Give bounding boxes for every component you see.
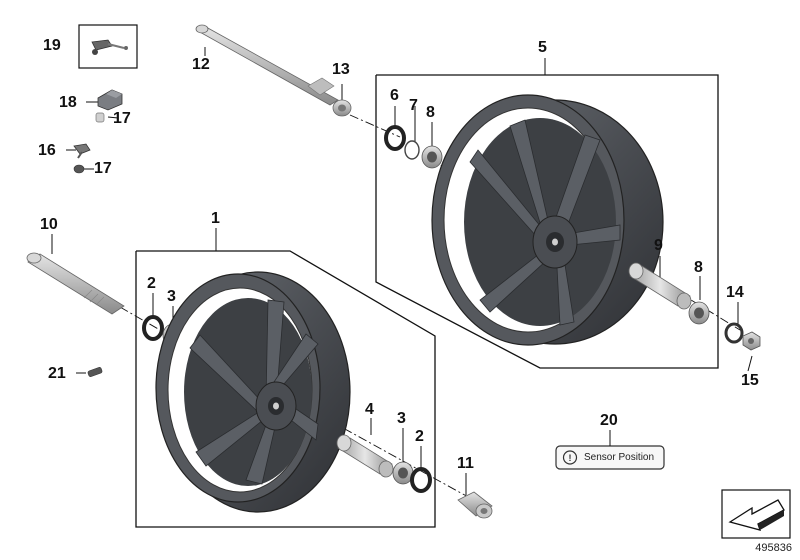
front-wheel: [155, 271, 351, 513]
callout-18: 18: [59, 94, 77, 111]
front-seal-2a: [142, 315, 164, 341]
callout-14: 14: [726, 284, 744, 301]
callout-17a: 17: [113, 110, 131, 127]
callout-15: 15: [741, 372, 759, 389]
rear-wheel: [431, 94, 664, 346]
callout-9: 9: [654, 237, 663, 254]
callout-11: 11: [457, 455, 474, 472]
svg-text:!: !: [569, 453, 572, 463]
rear-circlip-7: [404, 140, 420, 160]
callout-8a: 8: [426, 104, 435, 121]
tire-pressure-sensor-18: [97, 89, 123, 111]
front-bearing-3b: [392, 461, 414, 485]
callout-19: 19: [43, 37, 61, 54]
front-axle: [26, 252, 125, 315]
direction-arrow-icon: [721, 489, 791, 539]
valve-kit-19: [91, 39, 128, 55]
front-seal-2b: [410, 467, 432, 493]
callout-4: 4: [365, 401, 374, 418]
rear-wheel-group-frame: [375, 74, 719, 369]
screw-17a: [95, 112, 105, 123]
callout-2b: 2: [415, 428, 424, 445]
callout-3a: 3: [167, 288, 176, 305]
front-wheel-group-frame: [135, 250, 436, 528]
callout-5: 5: [538, 39, 547, 56]
callout-2a: 2: [147, 275, 156, 292]
washer-14: [724, 322, 744, 344]
callout-7: 7: [409, 97, 418, 114]
rear-spacer-sleeve-9: [628, 262, 692, 310]
callout-16: 16: [38, 142, 56, 159]
callout-1: 1: [211, 210, 220, 227]
valve-kit-frame: [78, 24, 138, 69]
rear-spacer-13: [332, 99, 352, 117]
callout-13: 13: [332, 61, 350, 78]
warning-icon: [562, 450, 578, 465]
rear-seal-6: [384, 125, 406, 151]
leader-lines: [51, 47, 753, 495]
sensor-position-label: Sensor Position: [584, 452, 655, 463]
callout-17b: 17: [94, 160, 112, 177]
screw-17b: [73, 164, 85, 174]
callout-8b: 8: [694, 259, 703, 276]
rear-axle: [195, 24, 339, 106]
rear-bearing-8: [421, 145, 443, 169]
rear-bearing-8b: [688, 301, 710, 325]
callout-20: 20: [600, 412, 618, 429]
valve-16: [73, 143, 91, 159]
callout-12: 12: [192, 56, 210, 73]
front-spacer-11: [457, 491, 493, 519]
diagram-reference-number: 495836: [755, 542, 792, 554]
callout-6: 6: [390, 87, 399, 104]
pin-21: [87, 367, 103, 377]
callout-10: 10: [40, 216, 58, 233]
callout-3b: 3: [397, 410, 406, 427]
nut-15: [742, 331, 761, 351]
callout-21: 21: [48, 365, 66, 382]
front-spacer-sleeve-4: [336, 434, 394, 478]
